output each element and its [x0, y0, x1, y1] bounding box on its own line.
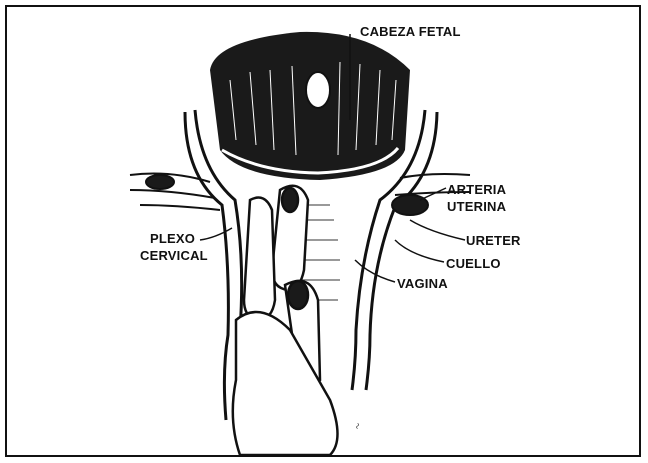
artist-signature: ~: [352, 421, 365, 431]
fetal-head: [210, 32, 410, 180]
examining-hand: [233, 186, 338, 455]
label-uterine-artery-1: ARTERIA: [447, 182, 506, 197]
label-ureter: URETER: [466, 233, 521, 248]
label-fetal-head: CABEZA FETAL: [360, 24, 461, 39]
label-uterine-artery-2: UTERINA: [447, 199, 506, 214]
label-vagina: VAGINA: [397, 276, 448, 291]
label-plexus-1: PLEXO: [150, 231, 195, 246]
label-cervix: CUELLO: [446, 256, 501, 271]
label-plexus-2: CERVICAL: [140, 248, 208, 263]
